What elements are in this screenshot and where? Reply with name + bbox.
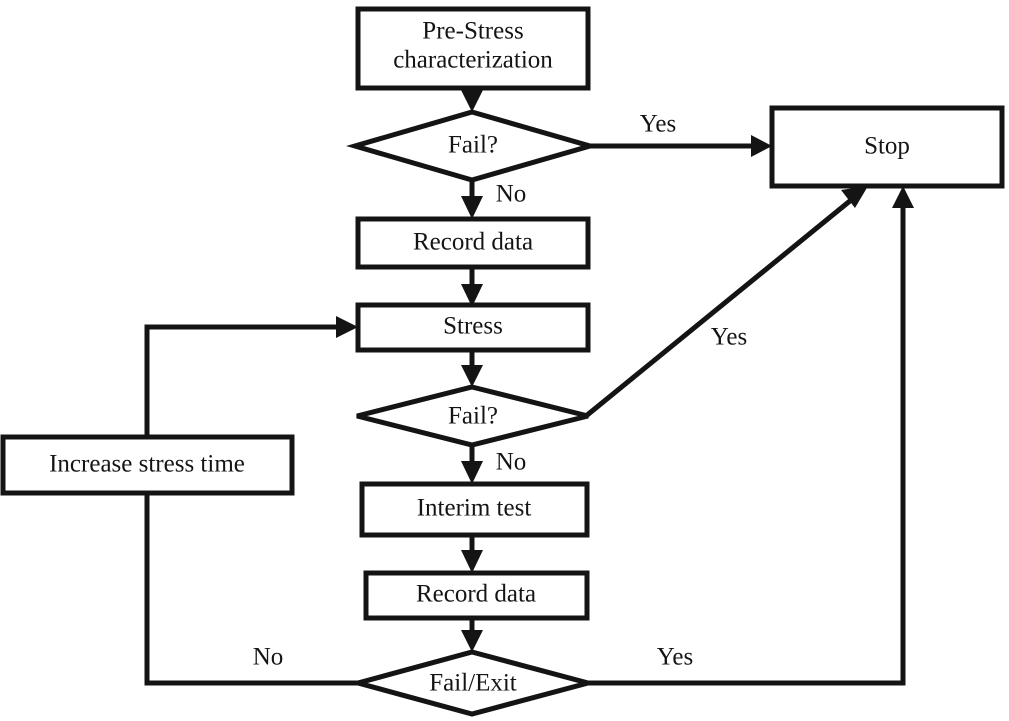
edge-label-fail2-no: No [496, 449, 527, 476]
node-pre-stress-label-line1: Pre-Stress [422, 18, 523, 45]
node-stop[interactable]: Stop [769, 105, 1005, 189]
node-record-data-2-label: Record data [416, 581, 536, 608]
node-record-data-1[interactable]: Record data [355, 216, 591, 270]
edge-fail2-no-to-interim [461, 442, 483, 484]
node-fail-decision-2[interactable]: Fail? [356, 384, 589, 448]
edge-label-failexit-yes: Yes [657, 644, 693, 671]
edge-record1-to-stress [461, 267, 483, 307]
node-stress-label: Stress [443, 313, 503, 340]
node-increase-stress-time-label: Increase stress time [49, 451, 245, 478]
edge-label-failexit-no: No [253, 644, 284, 671]
edge-interim-to-record2 [461, 535, 483, 573]
node-pre-stress-label-line2: characterization [393, 47, 553, 74]
node-fail-exit-decision[interactable]: Fail/Exit [348, 649, 598, 717]
node-interim-test-label: Interim test [417, 495, 532, 522]
edge-prestress-to-fail1 [461, 88, 483, 112]
node-increase-stress-time[interactable]: Increase stress time [0, 434, 295, 496]
node-fail-2-label: Fail? [448, 403, 498, 430]
node-record-data-2[interactable]: Record data [363, 570, 590, 621]
node-interim-test[interactable]: Interim test [359, 481, 590, 538]
edge-stress-to-fail2 [461, 350, 483, 387]
edge-label-fail2-yes: Yes [711, 324, 747, 351]
node-stress[interactable]: Stress [355, 302, 591, 353]
node-fail-exit-label: Fail/Exit [429, 670, 517, 697]
edge-label-fail1-yes: Yes [640, 111, 676, 138]
edge-fail2-yes-to-stop [584, 186, 868, 418]
node-stop-label: Stop [864, 133, 910, 160]
node-record-data-1-label: Record data [413, 229, 533, 256]
node-fail-decision-1[interactable]: Fail? [346, 109, 600, 183]
edge-fail1-yes-to-stop [590, 135, 772, 157]
node-fail-1-label: Fail? [448, 132, 498, 159]
edge-label-fail1-no: No [496, 181, 527, 208]
edge-record2-to-failexit [461, 618, 483, 652]
node-pre-stress-characterization[interactable]: Pre-Stress characterization [355, 6, 591, 91]
edge-failexit-no-to-increase-stress-time [144, 437, 358, 686]
edge-failexit-yes-to-stop [588, 186, 914, 686]
